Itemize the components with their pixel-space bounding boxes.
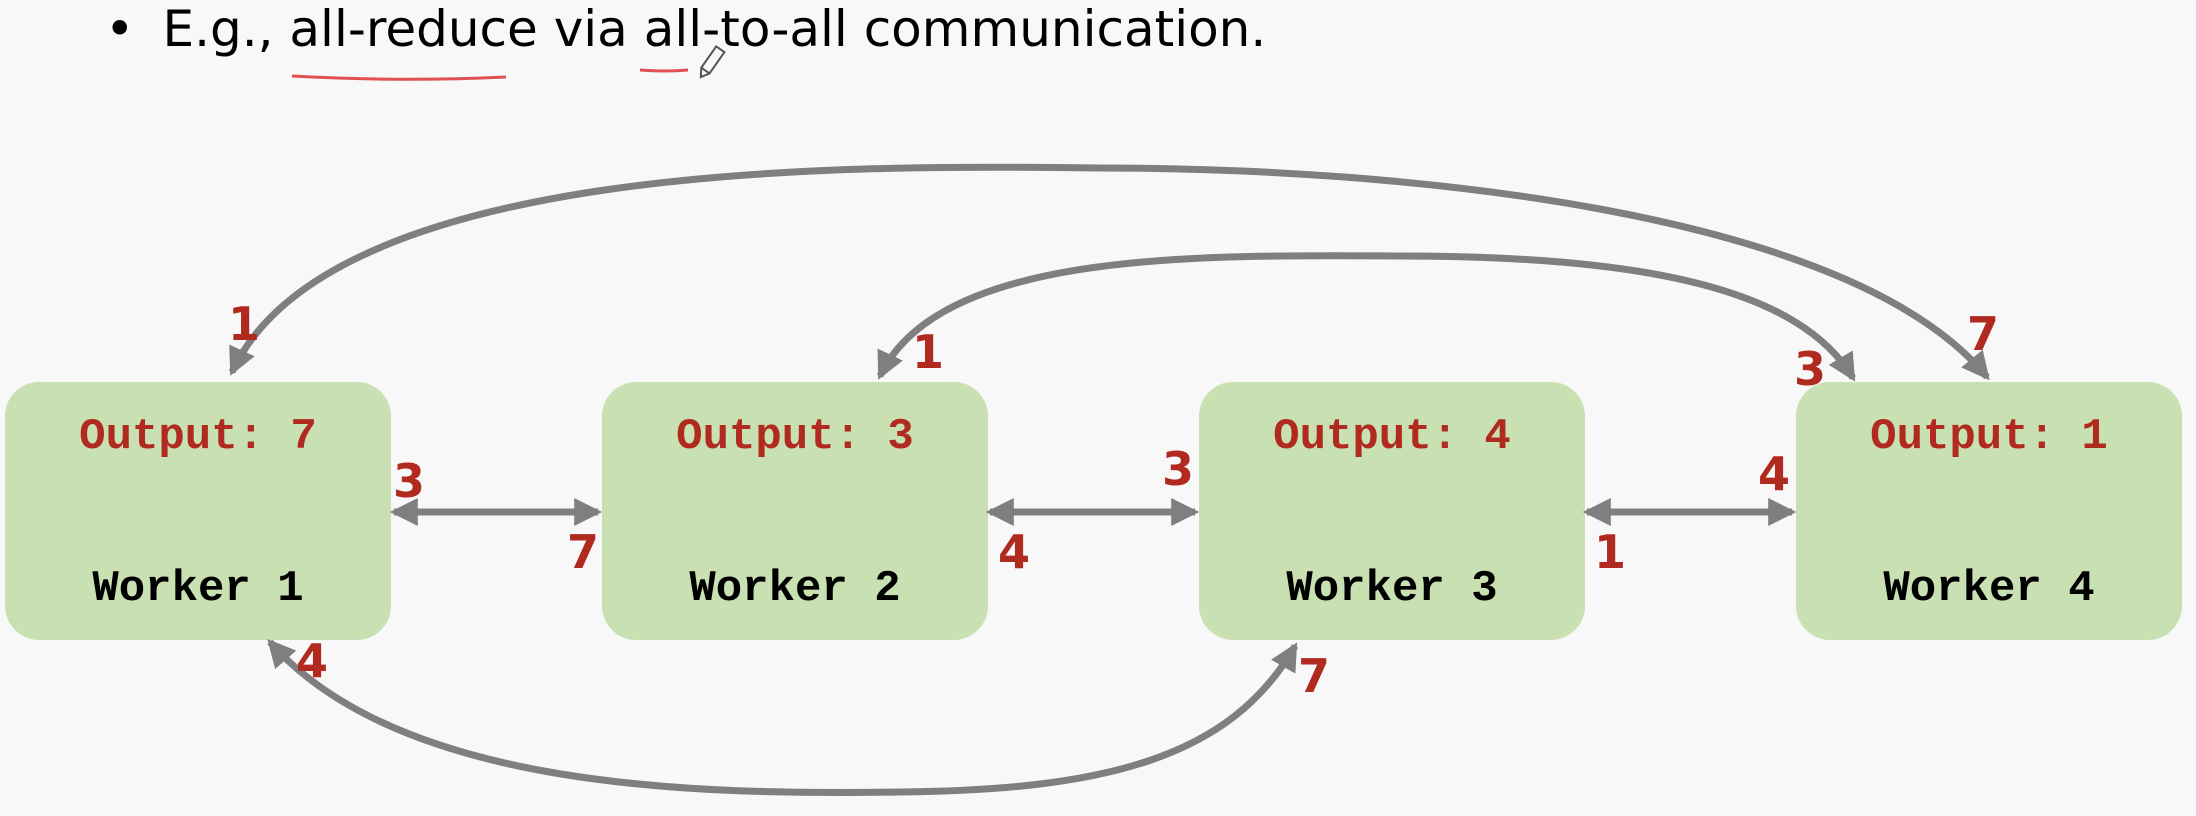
edge-label-w3-w4-at-w4: 4: [1758, 447, 1790, 501]
worker-3-output: Output: 4: [1273, 412, 1511, 462]
worker-4-box: Output: 1 Worker 4: [1796, 382, 2182, 640]
worker-1-output: Output: 7: [79, 412, 317, 462]
bullet-text: • E.g., all-reduce via all-to-all commun…: [105, 0, 1266, 64]
worker-2-box: Output: 3 Worker 2: [602, 382, 988, 640]
bullet-suffix: -to-all communication.: [702, 0, 1267, 58]
bullet-middle: via: [553, 0, 628, 58]
underline-all: [639, 68, 689, 73]
term-all: all: [643, 0, 703, 58]
edge-label-w2-w4-at-w2: 1: [912, 325, 944, 379]
edge-label-w1-w2-at-w2: 7: [567, 525, 599, 579]
arrow-w1-w4: [228, 163, 1990, 381]
term-all-reduce: all-reduce: [289, 0, 538, 58]
bullet-prefix: E.g.,: [162, 0, 274, 58]
edge-label-w1-w3-at-w3: 7: [1298, 649, 1330, 703]
edge-label-w2-w3-at-w2: 4: [998, 525, 1030, 579]
worker-3-box: Output: 4 Worker 3: [1199, 382, 1585, 640]
worker-4-label: Worker 4: [1883, 564, 2095, 614]
worker-4-output: Output: 1: [1870, 412, 2108, 462]
edge-label-w3-w4-at-w3: 1: [1594, 525, 1626, 579]
edge-label-w1-w3-at-w1: 4: [296, 634, 328, 688]
worker-1-box: Output: 7 Worker 1: [5, 382, 391, 640]
worker-3-label: Worker 3: [1286, 564, 1498, 614]
edge-label-w2-w3-at-w3: 3: [1162, 442, 1194, 496]
worker-2-output: Output: 3: [676, 412, 914, 462]
pen-cursor-icon: [699, 44, 726, 79]
underline-all-reduce: [291, 74, 507, 81]
edge-label-w1-w4-at-w1: 1: [228, 297, 260, 351]
bullet-dot: •: [105, 0, 135, 58]
edge-label-w1-w2-at-w1: 3: [393, 454, 425, 508]
edge-label-w1-w4-at-w4: 7: [1967, 307, 1999, 361]
worker-1-label: Worker 1: [92, 564, 304, 614]
arrow-w2-w4: [876, 252, 1856, 382]
edge-label-w2-w4-at-w4: 3: [1794, 342, 1826, 396]
worker-2-label: Worker 2: [689, 564, 901, 614]
arrow-w1-w3: [267, 638, 1299, 797]
